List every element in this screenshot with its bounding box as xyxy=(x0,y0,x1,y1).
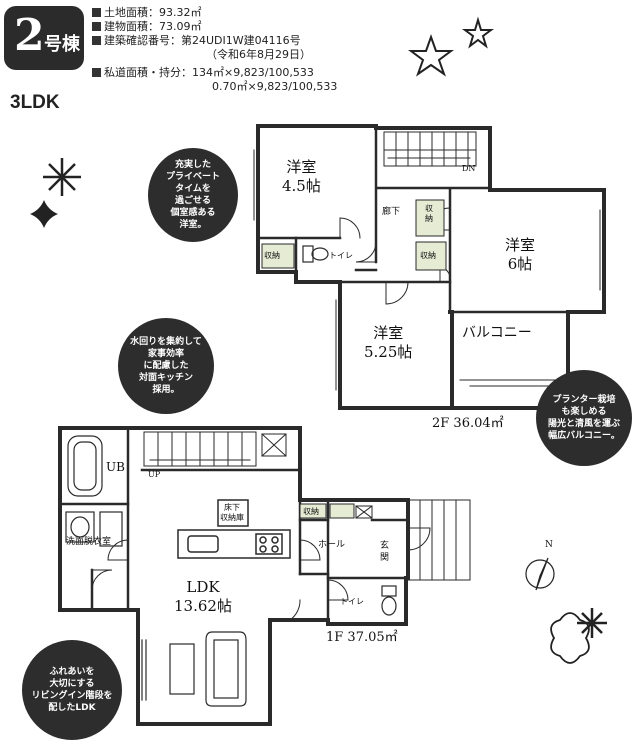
layout-type: 3LDK xyxy=(10,92,60,113)
spec-permit-date: （令和6年8月29日） xyxy=(206,48,311,61)
floor2-stairs xyxy=(383,131,477,167)
compass xyxy=(525,557,555,591)
bubble-private-room: 充実した プライベート タイムを 過ごせる 個室感ある 洋室。 xyxy=(148,148,238,242)
under-floor-storage: 床下 収納庫 xyxy=(220,503,244,522)
toilet-1f: トイレ xyxy=(340,597,364,606)
room-bath: UB xyxy=(106,460,125,474)
room-washroom: 洗面脱衣室 xyxy=(66,537,112,547)
storage-1f: 収納 xyxy=(303,507,319,516)
floor1-area: 1F 37.05㎡ xyxy=(326,630,398,645)
floor1-toilet-fixture xyxy=(381,585,397,616)
room-hallway: 廊下 xyxy=(382,207,401,217)
floor1-stairs xyxy=(143,431,287,467)
spec-private-road-2: 0.70㎡×9,823/100,533 xyxy=(212,80,338,93)
flower-decoration xyxy=(550,612,590,664)
kitchen-counter xyxy=(177,499,291,559)
floor2-windows xyxy=(253,149,601,391)
spec-building-area: 建物面積：73.09㎡ xyxy=(92,20,202,34)
building-number: 2 xyxy=(14,10,45,61)
diamond-sparkle xyxy=(30,200,58,228)
storage-2f-c: 収納 xyxy=(420,251,436,260)
storage-2f-a: 収納 xyxy=(264,251,280,260)
bubble-kitchen: 水回りを集約して 家事効率 に配慮した 対面キッチン 採用。 xyxy=(118,318,214,414)
room-balcony: バルコニー xyxy=(462,325,532,341)
room-western-5-25: 洋室 5.25帖 xyxy=(364,324,413,361)
floor2-area: 2F 36.04㎡ xyxy=(432,416,504,431)
building-number-badge: 2 号棟 xyxy=(4,6,84,70)
stairs-up-label: UP xyxy=(148,470,161,479)
living-furniture xyxy=(141,631,247,707)
entrance-porch xyxy=(355,499,471,581)
building-unit: 号棟 xyxy=(44,34,80,55)
storage-2f-b: 収 納 xyxy=(425,204,433,223)
spec-land-area: 土地面積：93.32㎡ xyxy=(92,6,202,20)
spec-private-road: 私道面積・持分：134㎡×9,823/100,533 xyxy=(92,66,314,80)
sparkle-decorations xyxy=(43,158,607,638)
storage-boxes xyxy=(261,199,447,519)
room-western-6: 洋室 6帖 xyxy=(505,236,536,273)
star-decorations xyxy=(408,16,494,77)
bubble-balcony: プランター栽培 も楽しめる 陽光と清風を運ぶ 幅広バルコニー。 xyxy=(536,370,632,466)
room-western-4-5: 洋室 4.5帖 xyxy=(282,158,321,195)
floor2-toilet-fixture xyxy=(302,245,329,263)
bubble-living: ふれあいを 大切にする リビングイン階段を 配したLDK xyxy=(22,640,122,740)
spec-permit-number: 建築確認番号：第24UDI1W建04116号 xyxy=(92,34,301,48)
room-hall: ホール xyxy=(318,540,346,550)
room-entrance: 玄 関 xyxy=(380,541,390,563)
stairs-dn-label: DN xyxy=(462,164,476,173)
compass-north: N xyxy=(545,540,553,550)
room-ldk: LDK 13.62帖 xyxy=(174,578,232,615)
floor1-bath-fixtures xyxy=(65,435,123,547)
floor1-doors xyxy=(91,527,431,621)
toilet-2f: トイレ xyxy=(329,251,353,260)
